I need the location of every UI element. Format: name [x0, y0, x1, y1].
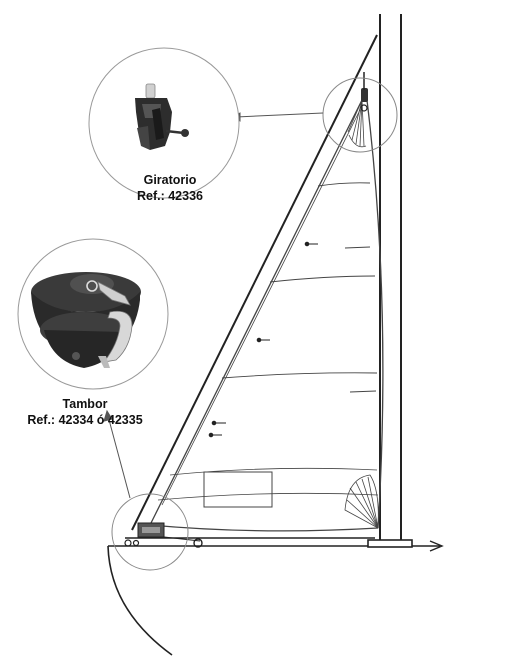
swivel-part-icon: [135, 83, 189, 150]
tack-drum: [124, 522, 203, 548]
tambor-ref: Ref.: 42334 ó 42335: [27, 413, 143, 427]
tambor-detail: [17, 238, 169, 390]
telltales: [208, 241, 318, 438]
drum-part-icon: [31, 272, 141, 368]
forestay: [131, 34, 378, 531]
giratorio-ref: Ref.: 42336: [136, 189, 203, 203]
zoom-circle-head: [322, 77, 398, 153]
tambor-name: Tambor: [62, 397, 108, 411]
jib-sail: [149, 91, 384, 532]
mast: [379, 14, 402, 545]
hull: [107, 537, 444, 656]
giratorio-name: Giratorio: [143, 173, 197, 187]
zoom-circle-tack: [111, 493, 189, 571]
swivel-mount: [360, 72, 368, 112]
giratorio-detail: [88, 47, 240, 199]
clew-patch: [344, 474, 379, 529]
